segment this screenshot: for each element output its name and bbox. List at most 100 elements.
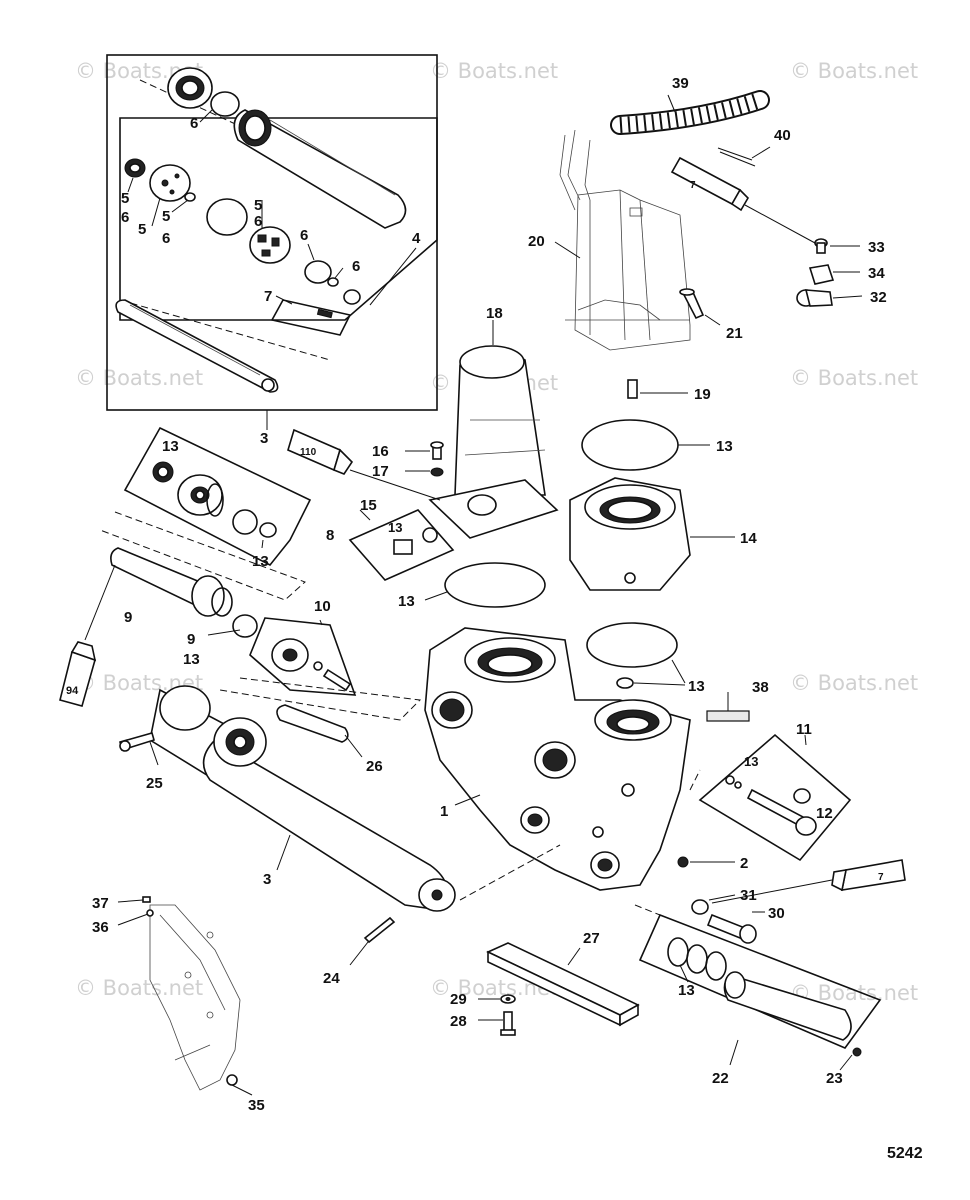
callout-7: 7	[264, 288, 272, 305]
callout-13: 13	[252, 553, 269, 570]
callout-13: 13	[688, 678, 705, 695]
callout-30: 30	[768, 905, 785, 922]
callout-12: 12	[816, 805, 833, 822]
callout-24: 24	[323, 970, 340, 987]
watermark: © Boats.net	[430, 59, 558, 83]
clamp-32	[796, 289, 863, 307]
watermark: © Boats.net	[790, 59, 918, 83]
piston-valve	[249, 226, 291, 264]
o-ring	[581, 419, 679, 471]
leader-lines	[127, 109, 417, 306]
decal-38	[706, 692, 750, 722]
piston-shaft	[115, 299, 279, 393]
callout-26: 26	[366, 758, 383, 775]
callout-1: 1	[440, 803, 448, 820]
bolt-16	[405, 441, 444, 460]
nut-31	[691, 894, 736, 915]
pad-27	[486, 942, 640, 1027]
callout-9: 9	[124, 609, 132, 626]
kit-22-box	[634, 904, 882, 1071]
callout-16: 16	[372, 443, 389, 460]
callout-31: 31	[740, 887, 757, 904]
screw-37	[117, 896, 151, 903]
callout-6: 6	[121, 209, 129, 226]
cylinder-kit-box	[106, 54, 438, 430]
callout-labels: 39 40 33 34 32 20 21 18 19 13 14 16 17 1…	[92, 75, 887, 1114]
cylinder-sleeve	[233, 109, 407, 229]
callout-13: 13	[183, 651, 200, 668]
tube-label: 7	[690, 180, 696, 191]
pump-motor-20	[554, 129, 691, 351]
callout-32: 32	[870, 289, 887, 306]
callout-17: 17	[372, 463, 389, 480]
kit-11-box	[689, 733, 852, 862]
bracket-35	[149, 904, 253, 1096]
callout-13: 13	[744, 754, 758, 769]
screw-33	[814, 238, 860, 254]
callout-14: 14	[740, 530, 757, 547]
o-ring	[586, 622, 678, 668]
lubricant-tube-7-right: 7	[711, 859, 906, 904]
callout-20: 20	[528, 233, 545, 250]
callout-3: 3	[260, 430, 268, 447]
screw-28	[478, 1011, 516, 1036]
manifold-1	[424, 627, 691, 891]
kit-8-box	[123, 426, 312, 567]
callout-13: 13	[716, 438, 733, 455]
kit-15-box	[348, 509, 455, 581]
callout-4: 4	[412, 230, 421, 247]
callout-33: 33	[868, 239, 885, 256]
hose-39	[610, 90, 770, 135]
callout-21: 21	[726, 325, 743, 342]
lubricant-tube-110: 110	[287, 428, 441, 501]
callout-38: 38	[752, 679, 769, 696]
callout-22: 22	[712, 1070, 729, 1087]
washer-29	[478, 994, 516, 1004]
plug-2	[677, 856, 735, 868]
watermarks: © Boats.net © Boats.net © Boats.net © Bo…	[75, 59, 918, 1005]
callout-25: 25	[146, 775, 163, 792]
callout-40: 40	[774, 127, 791, 144]
pivot-pin-26	[276, 704, 363, 758]
tube-label: 110	[300, 447, 317, 458]
callout-15: 15	[360, 497, 377, 514]
callout-28: 28	[450, 1013, 467, 1030]
callout-27: 27	[583, 930, 600, 947]
callout-6: 6	[254, 213, 262, 230]
callout-6: 6	[190, 115, 198, 132]
trim-ram-9	[110, 547, 258, 638]
diagram-number: 5242	[887, 1145, 923, 1162]
watermark: © Boats.net	[75, 366, 203, 390]
callout-6: 6	[300, 227, 308, 244]
o-ring	[616, 677, 634, 689]
callout-37: 37	[92, 895, 109, 912]
bolt-25	[119, 732, 159, 766]
cable-ties-40	[717, 146, 771, 167]
callout-10: 10	[314, 598, 331, 615]
piston-head	[149, 164, 191, 202]
lubricant-tube-94: 94	[59, 564, 116, 707]
washer-36	[117, 909, 154, 926]
kit-10-box	[249, 617, 357, 696]
bolt-30	[706, 911, 765, 944]
trim-cylinder-3	[149, 685, 456, 912]
reservoir-18	[428, 320, 559, 539]
callout-34: 34	[868, 265, 885, 282]
pin-19	[627, 379, 688, 399]
callout-9: 9	[187, 631, 195, 648]
watermark: © Boats.net	[790, 366, 918, 390]
watermark: © Boats.net	[75, 976, 203, 1000]
callout-13: 13	[678, 982, 695, 999]
o-ring	[444, 562, 546, 608]
callout-39: 39	[672, 75, 689, 92]
callout-19: 19	[694, 386, 711, 403]
pin-24	[349, 916, 396, 966]
callout-35: 35	[248, 1097, 265, 1114]
callout-36: 36	[92, 919, 109, 936]
callout-11: 11	[796, 721, 812, 738]
watermark: © Boats.net	[790, 671, 918, 695]
lubricant-tube-7-top: 7	[670, 156, 816, 244]
callout-8: 8	[326, 527, 334, 544]
callout-13: 13	[162, 438, 179, 455]
callout-5: 5	[138, 221, 146, 238]
